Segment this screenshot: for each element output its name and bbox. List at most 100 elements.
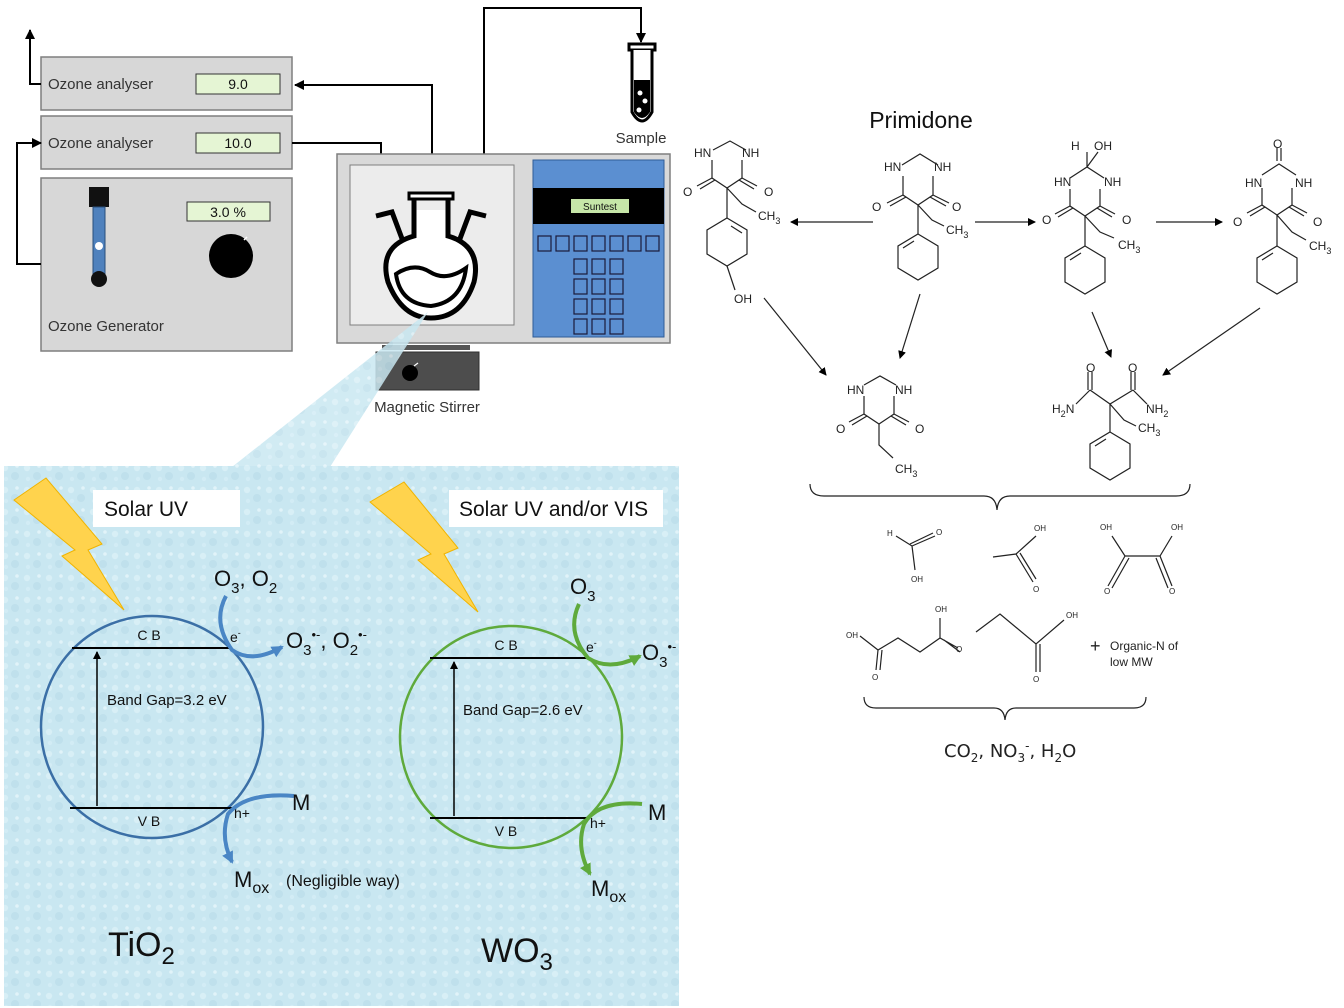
svg-text:NH2: NH2 <box>1146 402 1168 419</box>
succinic-acid-structure <box>859 618 961 671</box>
svg-text:O: O <box>764 185 773 199</box>
hydroxy-ring-structure <box>1054 151 1116 295</box>
svg-text:NH: NH <box>934 160 951 174</box>
final-products: CO2, NO3-, H2O <box>944 739 1076 765</box>
svg-text:O: O <box>872 200 881 214</box>
tio2-cb: C B <box>137 627 160 643</box>
lightning-icon <box>13 477 125 611</box>
lightning-icon <box>369 481 479 613</box>
analyser-top-value: 9.0 <box>228 76 248 92</box>
svg-text:OH: OH <box>1034 524 1046 533</box>
hydroxy-primidone-structure <box>696 140 758 291</box>
wo3-vb: V B <box>495 823 518 839</box>
svg-text:O: O <box>1233 215 1242 229</box>
sample-tube-icon <box>627 42 657 123</box>
wo3-particle <box>398 624 624 850</box>
svg-text:CH3: CH3 <box>946 223 968 240</box>
pathway-labels: HN NH O O CH3 HN NH O O CH3 OH H OH HN N… <box>683 137 1331 765</box>
generator-knob-icon <box>209 234 253 278</box>
svg-text:O: O <box>936 528 942 537</box>
svg-text:OH: OH <box>935 605 947 614</box>
svg-text:CH3: CH3 <box>1118 238 1140 255</box>
svg-text:O: O <box>952 200 961 214</box>
svg-text:CH3: CH3 <box>895 462 917 479</box>
tio2-name: TiO2 <box>108 926 175 970</box>
svg-text:HN: HN <box>694 146 711 160</box>
svg-text:O: O <box>1128 361 1137 375</box>
tio2-band-gap: Band Gap=3.2 eV <box>107 692 227 709</box>
svg-text:O: O <box>1122 213 1131 227</box>
formic-acid-structure <box>895 532 936 571</box>
generator-label: Ozone Generator <box>48 318 164 335</box>
svg-text:OH: OH <box>1100 523 1112 532</box>
pathway-title: Primidone <box>869 107 973 133</box>
svg-text:OH: OH <box>1066 611 1078 620</box>
svg-text:H: H <box>887 529 893 538</box>
organic-n-label: Organic-N of <box>1110 639 1179 653</box>
wo3-hole: h+ <box>590 815 606 831</box>
apparatus: Ozone analyser 9.0 Ozone analyser 10.0 3… <box>16 7 671 416</box>
wo3-mox: Mox <box>591 876 626 906</box>
analyser-bottom-value: 10.0 <box>224 135 251 151</box>
ethyl-pyrimidinedione-structure <box>848 375 910 459</box>
svg-text:O: O <box>836 422 845 436</box>
oxalic-acid-structure <box>1107 535 1173 589</box>
acetic-acid-structure <box>992 535 1037 583</box>
wo3-light-label: Solar UV and/or VIS <box>459 498 648 521</box>
svg-text:O: O <box>1086 361 1095 375</box>
svg-text:CH3: CH3 <box>1138 421 1160 438</box>
analyser-bottom-label: Ozone analyser <box>48 135 153 152</box>
svg-text:HN: HN <box>1245 176 1262 190</box>
wo3-radical: O3•- <box>642 639 676 671</box>
svg-text:CH3: CH3 <box>1309 239 1331 256</box>
stirrer-knob-icon <box>402 365 418 381</box>
svg-text:CH3: CH3 <box>758 209 780 226</box>
svg-text:OH: OH <box>911 575 923 584</box>
tio2-negligible: (Negligible way) <box>286 873 400 890</box>
primidone-structure <box>886 153 950 281</box>
svg-text:O: O <box>1169 587 1175 596</box>
svg-text:O: O <box>1042 213 1051 227</box>
svg-text:NH: NH <box>742 146 759 160</box>
wo3-name: WO3 <box>481 932 553 976</box>
tio2-oxidants: O3, O2 <box>214 566 277 597</box>
svg-text:NH: NH <box>895 383 912 397</box>
stirrer-label: Magnetic Stirrer <box>374 399 480 416</box>
wo3-cb: C B <box>494 637 517 653</box>
wo3-mechanism: Solar UV and/or VIS C B V B Band Gap=2.6… <box>369 481 676 976</box>
ozone-analyser-bottom: Ozone analyser 10.0 <box>40 115 293 170</box>
wo3-band-gap: Band Gap=2.6 eV <box>463 702 583 719</box>
organic-n-label-2: low MW <box>1110 655 1153 669</box>
wo3-m: M <box>648 800 666 825</box>
svg-text:OH: OH <box>734 292 752 306</box>
malonamide-structure <box>1075 372 1148 481</box>
svg-text:O: O <box>915 422 924 436</box>
svg-text:H2N: H2N <box>1052 402 1074 419</box>
three-neck-flask-icon <box>375 191 487 321</box>
sample-label: Sample <box>616 130 667 147</box>
svg-text:O: O <box>1313 215 1322 229</box>
svg-text:HN: HN <box>847 383 864 397</box>
tio2-hole: h+ <box>234 805 250 821</box>
tio2-mechanism: Solar UV C B V B Band Gap=3.2 eV e- h+ O… <box>13 477 400 970</box>
wo3-oxidant: O3 <box>570 574 595 605</box>
ozone-generator: 3.0 % Ozone Generator <box>40 177 293 352</box>
tio2-light-label: Solar UV <box>104 498 188 521</box>
tio2-m: M <box>292 790 310 815</box>
ozone-analyser-top: Ozone analyser 9.0 <box>40 56 293 111</box>
tio2-particle <box>39 614 265 840</box>
svg-text:H: H <box>1071 139 1080 153</box>
svg-text:NH: NH <box>1104 175 1121 189</box>
svg-text:O: O <box>1033 585 1039 594</box>
suntest-label: Suntest <box>583 202 617 213</box>
propionic-acid-structure <box>975 613 1065 672</box>
suntest-chamber: Suntest <box>336 153 671 344</box>
wo3-electron: e- <box>586 638 597 655</box>
tio2-radicals: O3•-, O2•- <box>286 627 367 659</box>
tio2-electron: e- <box>230 628 241 645</box>
tio2-vb: V B <box>138 813 161 829</box>
svg-text:O: O <box>872 673 878 682</box>
analyser-top-label: Ozone analyser <box>48 76 153 93</box>
svg-text:O: O <box>956 645 962 654</box>
